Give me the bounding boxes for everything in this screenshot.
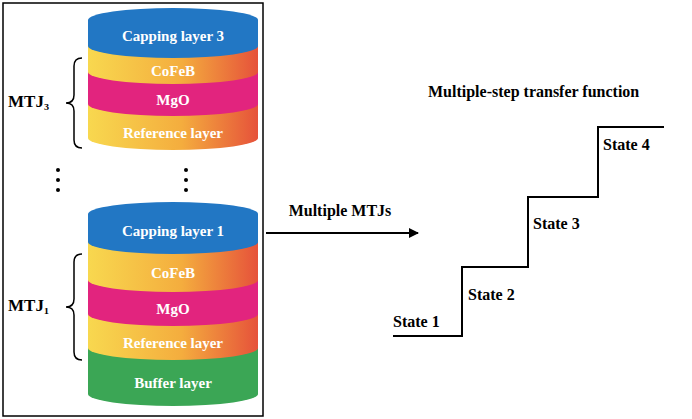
layer-label: MgO [156,301,189,318]
brace [66,58,82,148]
layer-label: Reference layer [123,335,223,352]
capping-layer: Capping layer 3 [88,8,258,58]
state-label: State 4 [603,136,650,154]
layer-label: Buffer layer [134,375,212,392]
arrow [266,232,418,234]
staircase [393,127,664,336]
layer-label: Capping layer 3 [122,28,224,45]
ellipsis-dots [56,168,188,192]
mtj-label: MTJ₁ [8,296,49,316]
mtj-label: MTJ₃ [8,92,49,112]
layer-label: MgO [156,92,189,109]
capping-layer: Capping layer 1 [88,202,258,254]
arrow-label: Multiple MTJs [289,202,392,220]
layer-label: CoFeB [151,63,195,80]
layer-label: CoFeB [151,265,195,282]
state-label: State 3 [533,215,580,233]
layer-label: Capping layer 1 [122,223,224,240]
layer-label: Reference layer [123,125,223,142]
brace [66,254,82,360]
frame-box [3,3,263,416]
chart-title: Multiple-step transfer function [428,83,639,101]
state-label: State 1 [393,313,440,331]
state-label: State 2 [468,286,515,304]
